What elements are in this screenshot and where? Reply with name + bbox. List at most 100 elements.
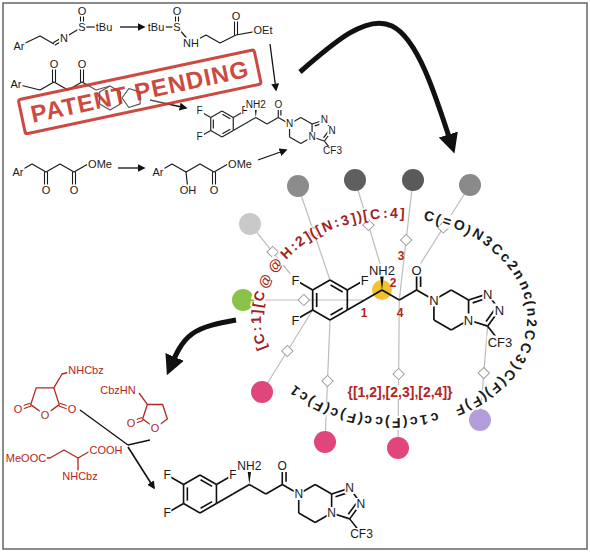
- double-bond: [187, 487, 189, 500]
- smiles-char: F: [392, 416, 401, 430]
- atom-label: N: [293, 488, 304, 500]
- relation-diamond: [400, 234, 411, 245]
- double-bond: [222, 129, 230, 134]
- atom-label: S: [77, 22, 86, 33]
- smiles-char: c: [374, 415, 383, 430]
- atom-label: NH2: [245, 100, 267, 110]
- molecule-bonds: [167, 466, 361, 534]
- atom-label: N: [307, 132, 316, 142]
- bond-line: [200, 504, 216, 514]
- relation-diamond: [298, 294, 309, 305]
- smiles-char: =: [441, 213, 453, 229]
- bond-line: [233, 485, 249, 495]
- smiles-char: c: [409, 415, 418, 430]
- atom-label: Ar: [13, 41, 26, 52]
- atom-label: NH2: [368, 264, 396, 277]
- atom-label: N: [463, 314, 474, 327]
- feature-circle: [402, 169, 424, 191]
- atom-label: F: [290, 314, 300, 327]
- relation-diamond: [478, 367, 489, 378]
- smiles-char: C: [370, 206, 382, 221]
- double-bond: [222, 114, 230, 119]
- atom-label: COOH: [89, 445, 124, 456]
- bond-line: [330, 280, 347, 290]
- atom-label: O: [67, 404, 78, 415]
- structure-number: 2: [389, 277, 398, 289]
- smiles-char: n: [524, 307, 539, 317]
- smiles-char: [: [362, 208, 369, 223]
- bond-line: [249, 485, 265, 495]
- atom-label: N: [327, 126, 336, 136]
- atom-label: tBu: [147, 22, 166, 33]
- atom-label: O: [13, 404, 24, 415]
- atom-label: O: [273, 100, 283, 110]
- atom-label: S: [172, 22, 181, 33]
- bond-line: [266, 485, 282, 495]
- bond-line: [216, 485, 218, 504]
- drawing: [16, 11, 500, 534]
- relation-diamond: [322, 375, 333, 386]
- feature-circle: [251, 381, 273, 403]
- relation-diamond: [393, 368, 404, 379]
- smiles-char: 3: [339, 212, 350, 228]
- atom-label: Ar: [12, 167, 25, 178]
- smiles-char: [: [250, 302, 265, 309]
- atom-label: F: [162, 507, 171, 519]
- bond-line: [313, 280, 330, 290]
- feature-circle: [459, 174, 481, 196]
- reaction-arrow: [120, 26, 144, 27]
- smiles-char: :: [383, 206, 388, 220]
- feature-circle: [239, 213, 261, 235]
- bond-line: [313, 310, 330, 320]
- merge-line: [128, 440, 150, 445]
- reaction-arrow: [270, 44, 276, 90]
- stamp-text: PATENT PENDING: [28, 56, 251, 128]
- smiles-char: 1: [419, 413, 429, 428]
- atom-label: CF3: [487, 336, 514, 349]
- bond-line: [315, 485, 331, 495]
- structure-number: 1: [360, 307, 369, 319]
- atom-label: F: [290, 274, 300, 287]
- bond-line: [399, 290, 416, 300]
- bond-line: [222, 131, 233, 138]
- bond-line: [200, 475, 216, 485]
- bond-line: [184, 504, 200, 514]
- mapping-line: [399, 180, 413, 300]
- bond-line: [434, 320, 451, 330]
- atom-label: O: [150, 423, 161, 434]
- bond-line: [312, 290, 314, 310]
- bond-line: [299, 513, 315, 523]
- smiles-char: F: [345, 410, 357, 426]
- atom-label: N: [428, 294, 439, 307]
- smiles-char: c: [363, 414, 373, 429]
- relation-diamond: [282, 345, 293, 356]
- atom-label: O: [411, 264, 423, 277]
- atom-label: N: [326, 507, 337, 519]
- mapping-diamonds: [267, 219, 489, 386]
- bond-line: [139, 393, 147, 404]
- atom-label: tBu: [95, 22, 114, 33]
- atom-label: O: [69, 185, 80, 196]
- atom-label: N: [344, 482, 355, 494]
- reaction-arrow: [118, 167, 144, 168]
- atom-label: O: [41, 185, 52, 196]
- bond-line: [256, 118, 267, 125]
- double-bond: [316, 293, 318, 307]
- atom-label: OH: [179, 185, 198, 196]
- bond-line: [365, 290, 382, 300]
- double-bond: [331, 308, 343, 315]
- smiles-char: ): [385, 416, 390, 430]
- atom-label: O: [77, 6, 88, 17]
- atom-label: MeOOC: [5, 453, 47, 464]
- double-bond: [201, 480, 213, 487]
- feature-circle: [469, 409, 491, 431]
- atom-label: O: [77, 59, 88, 70]
- atom-label: CbzHN: [99, 385, 136, 396]
- feature-circle: [232, 289, 254, 311]
- structure-number: 3: [397, 250, 406, 262]
- bond-line: [330, 310, 347, 320]
- bond-line: [382, 290, 399, 300]
- atom-label: N: [59, 33, 69, 44]
- bond-line: [233, 124, 244, 131]
